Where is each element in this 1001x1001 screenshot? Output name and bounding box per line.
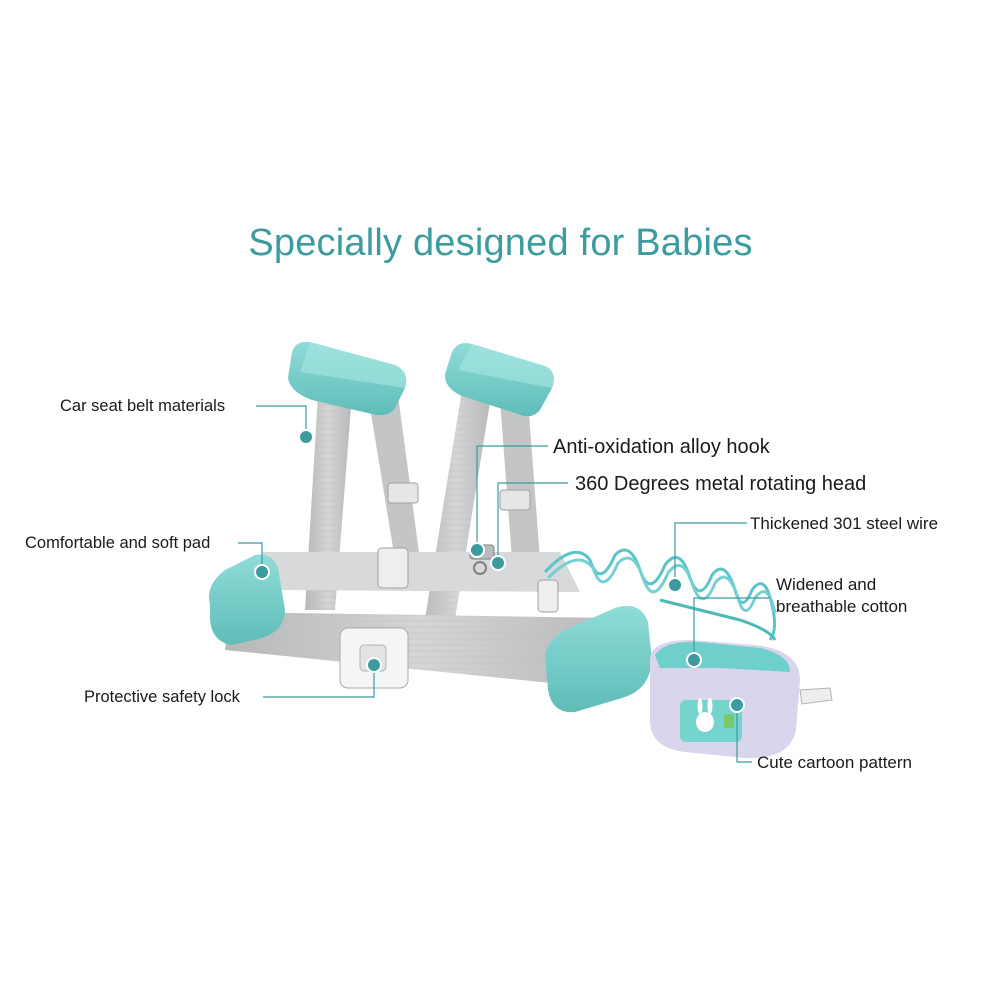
page-title: Specially designed for Babies [248, 222, 753, 264]
callout-alloy-hook: Anti-oxidation alloy hook [553, 436, 770, 458]
callout-dot-alloy-hook [469, 542, 485, 558]
callout-dot-car-seat-belt [298, 429, 314, 445]
callout-soft-pad: Comfortable and soft pad [25, 534, 211, 552]
callout-steel-wire: Thickened 301 steel wire [750, 514, 939, 533]
callout-leaders [238, 405, 770, 763]
waist-pad-left [209, 554, 285, 645]
waist-pad-right [545, 605, 652, 713]
coiled-steel-wire [543, 548, 777, 641]
belt-buckle-top [377, 547, 409, 589]
shoulder-pad-left [288, 341, 407, 416]
wrist-band [650, 640, 833, 759]
shoulder-pad-right [444, 343, 554, 417]
callout-dot-safety-lock [366, 657, 382, 673]
belt-buckle-side [537, 579, 559, 613]
strap-adjuster-right [499, 489, 531, 511]
callout-safety-lock: Protective safety lock [84, 688, 240, 706]
callout-dots [254, 429, 745, 713]
callout-car-seat-belt: Car seat belt materials [60, 397, 226, 415]
callout-dot-soft-pad [254, 564, 270, 580]
strap-adjuster-left [387, 482, 419, 504]
callout-dot-cotton [686, 652, 702, 668]
callout-dot-cartoon [729, 697, 745, 713]
bunny-icon [696, 698, 734, 732]
callout-cotton-line2: breathable cotton [776, 597, 908, 617]
callout-cotton: Widened and breathable cotton [776, 574, 907, 618]
callout-cartoon: Cute cartoon pattern [757, 753, 912, 772]
callout-rotating-head: 360 Degrees metal rotating head [575, 473, 867, 495]
callout-dot-steel-wire [667, 577, 683, 593]
callout-cotton-line1: Widened and [776, 575, 877, 594]
callout-dot-rotating-head [490, 555, 506, 571]
shoulder-strap-right [420, 390, 540, 650]
